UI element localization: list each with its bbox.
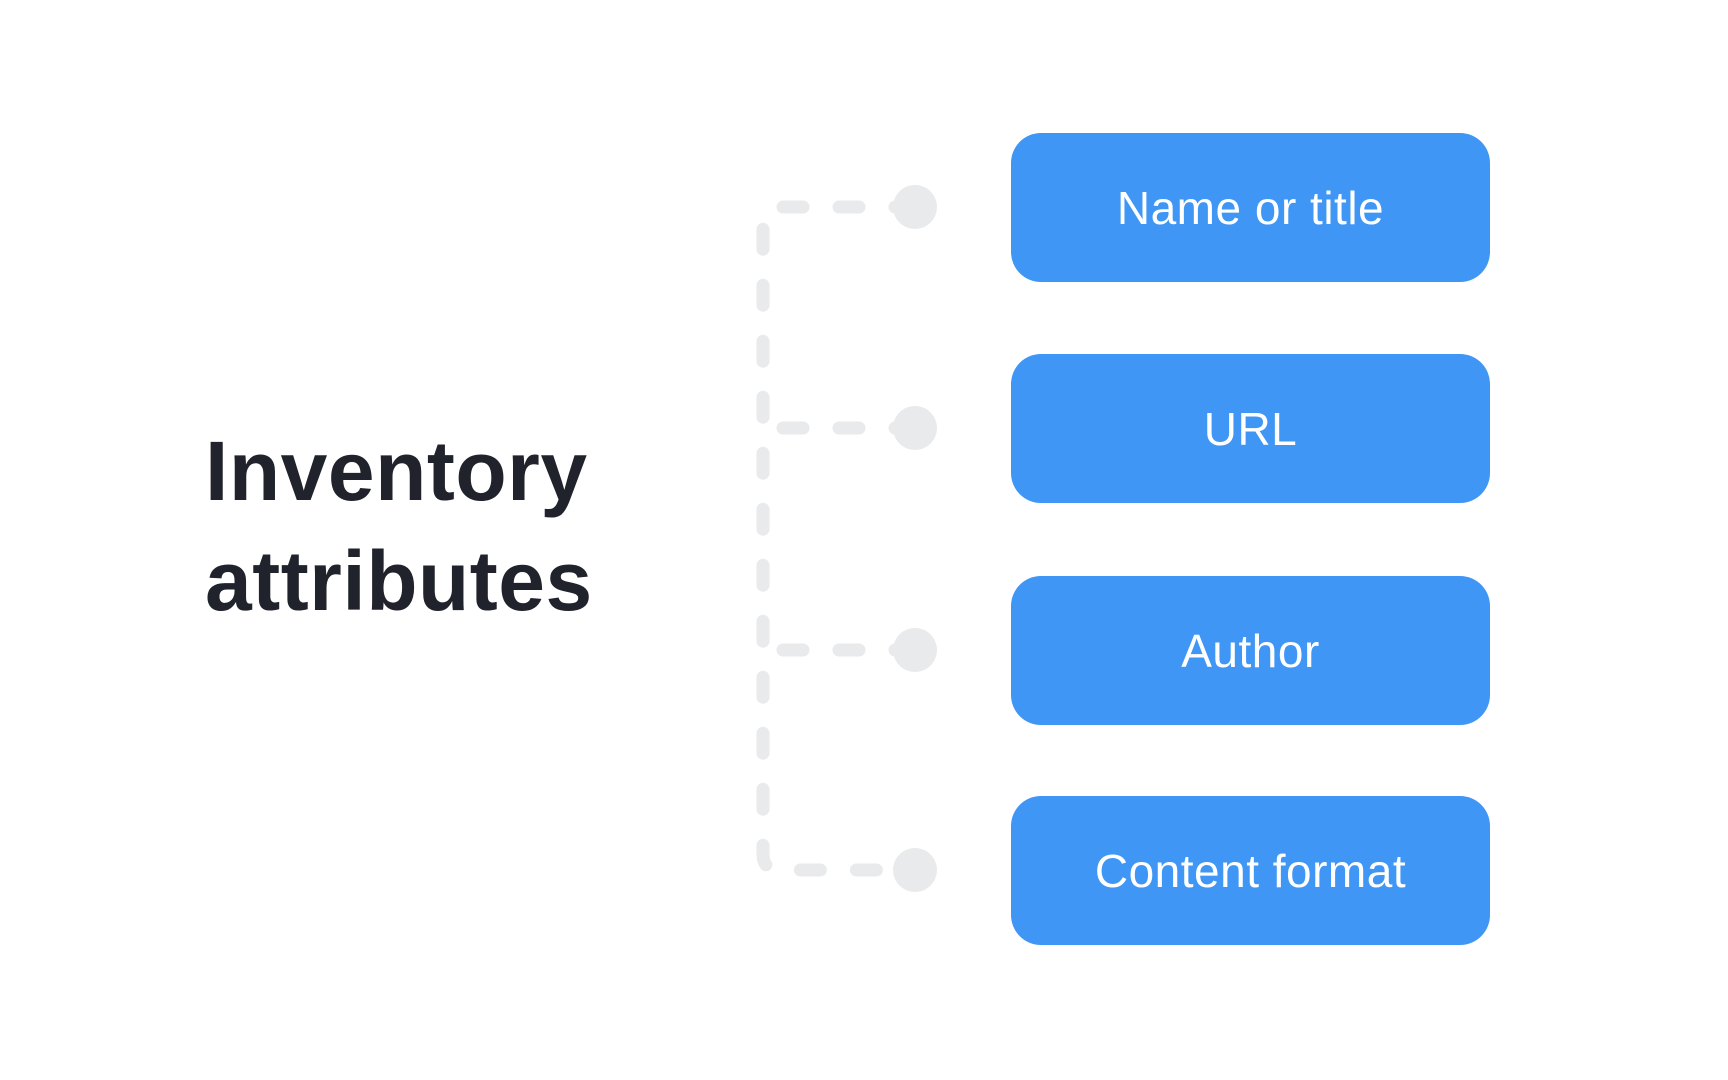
connector-dot bbox=[893, 406, 937, 450]
attribute-node-label: Content format bbox=[1094, 844, 1407, 897]
attribute-node-content-format: Content format bbox=[1011, 796, 1490, 945]
diagram-title: Inventory attributes bbox=[205, 424, 593, 628]
attribute-node-name-or-title: Name or title bbox=[1011, 133, 1490, 282]
attribute-node-label: Author bbox=[1181, 624, 1320, 677]
connector-dot bbox=[893, 628, 937, 672]
connector-bracket bbox=[756, 200, 922, 877]
attribute-node-url: URL bbox=[1011, 354, 1490, 503]
connector-dot bbox=[893, 185, 937, 229]
attribute-node-label: URL bbox=[1203, 402, 1298, 455]
connector-dot bbox=[893, 848, 937, 892]
attribute-node-author: Author bbox=[1011, 576, 1490, 725]
attribute-node-label: Name or title bbox=[1116, 181, 1385, 234]
